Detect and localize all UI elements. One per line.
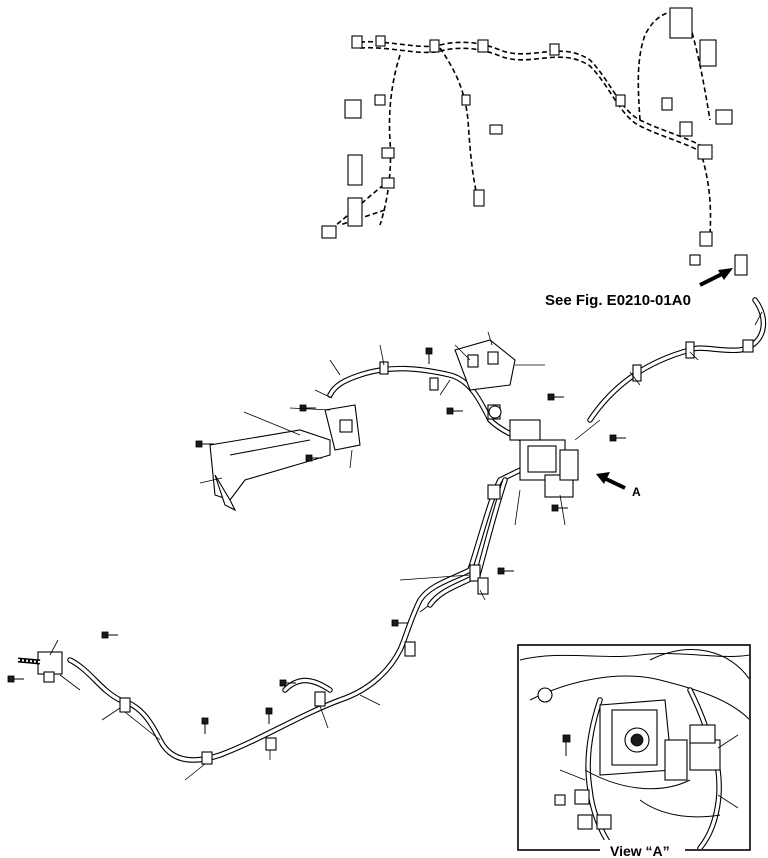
bolt bbox=[446, 407, 463, 415]
main-hose-line bbox=[67, 297, 767, 765]
bolt bbox=[299, 404, 316, 412]
bolt bbox=[497, 567, 514, 575]
view-marker: A bbox=[632, 485, 641, 499]
bolt bbox=[279, 679, 296, 687]
bolt bbox=[547, 393, 564, 401]
reference-note: See Fig. E0210-01A0 bbox=[545, 292, 691, 309]
bolt bbox=[391, 619, 408, 627]
bolt bbox=[101, 631, 118, 639]
bolt bbox=[265, 707, 273, 724]
fasteners bbox=[7, 347, 626, 734]
bolt bbox=[609, 434, 626, 442]
bolt bbox=[201, 717, 209, 734]
valve-assembly bbox=[454, 339, 579, 498]
end-fitting bbox=[17, 651, 63, 683]
bolt bbox=[7, 675, 24, 683]
bolt bbox=[425, 347, 433, 364]
reference-callout: See Fig. E0210-01A0 bbox=[545, 268, 733, 309]
guard-cover bbox=[209, 404, 361, 512]
leader-lines bbox=[49, 311, 763, 781]
bolt bbox=[195, 440, 214, 448]
bolt bbox=[305, 454, 322, 462]
upper-wire-harness bbox=[321, 7, 748, 276]
view-a-inset: View “A” bbox=[517, 644, 751, 858]
view-a-callout: A bbox=[596, 472, 641, 499]
inset-caption: View “A” bbox=[610, 843, 670, 858]
bolt bbox=[551, 504, 568, 512]
